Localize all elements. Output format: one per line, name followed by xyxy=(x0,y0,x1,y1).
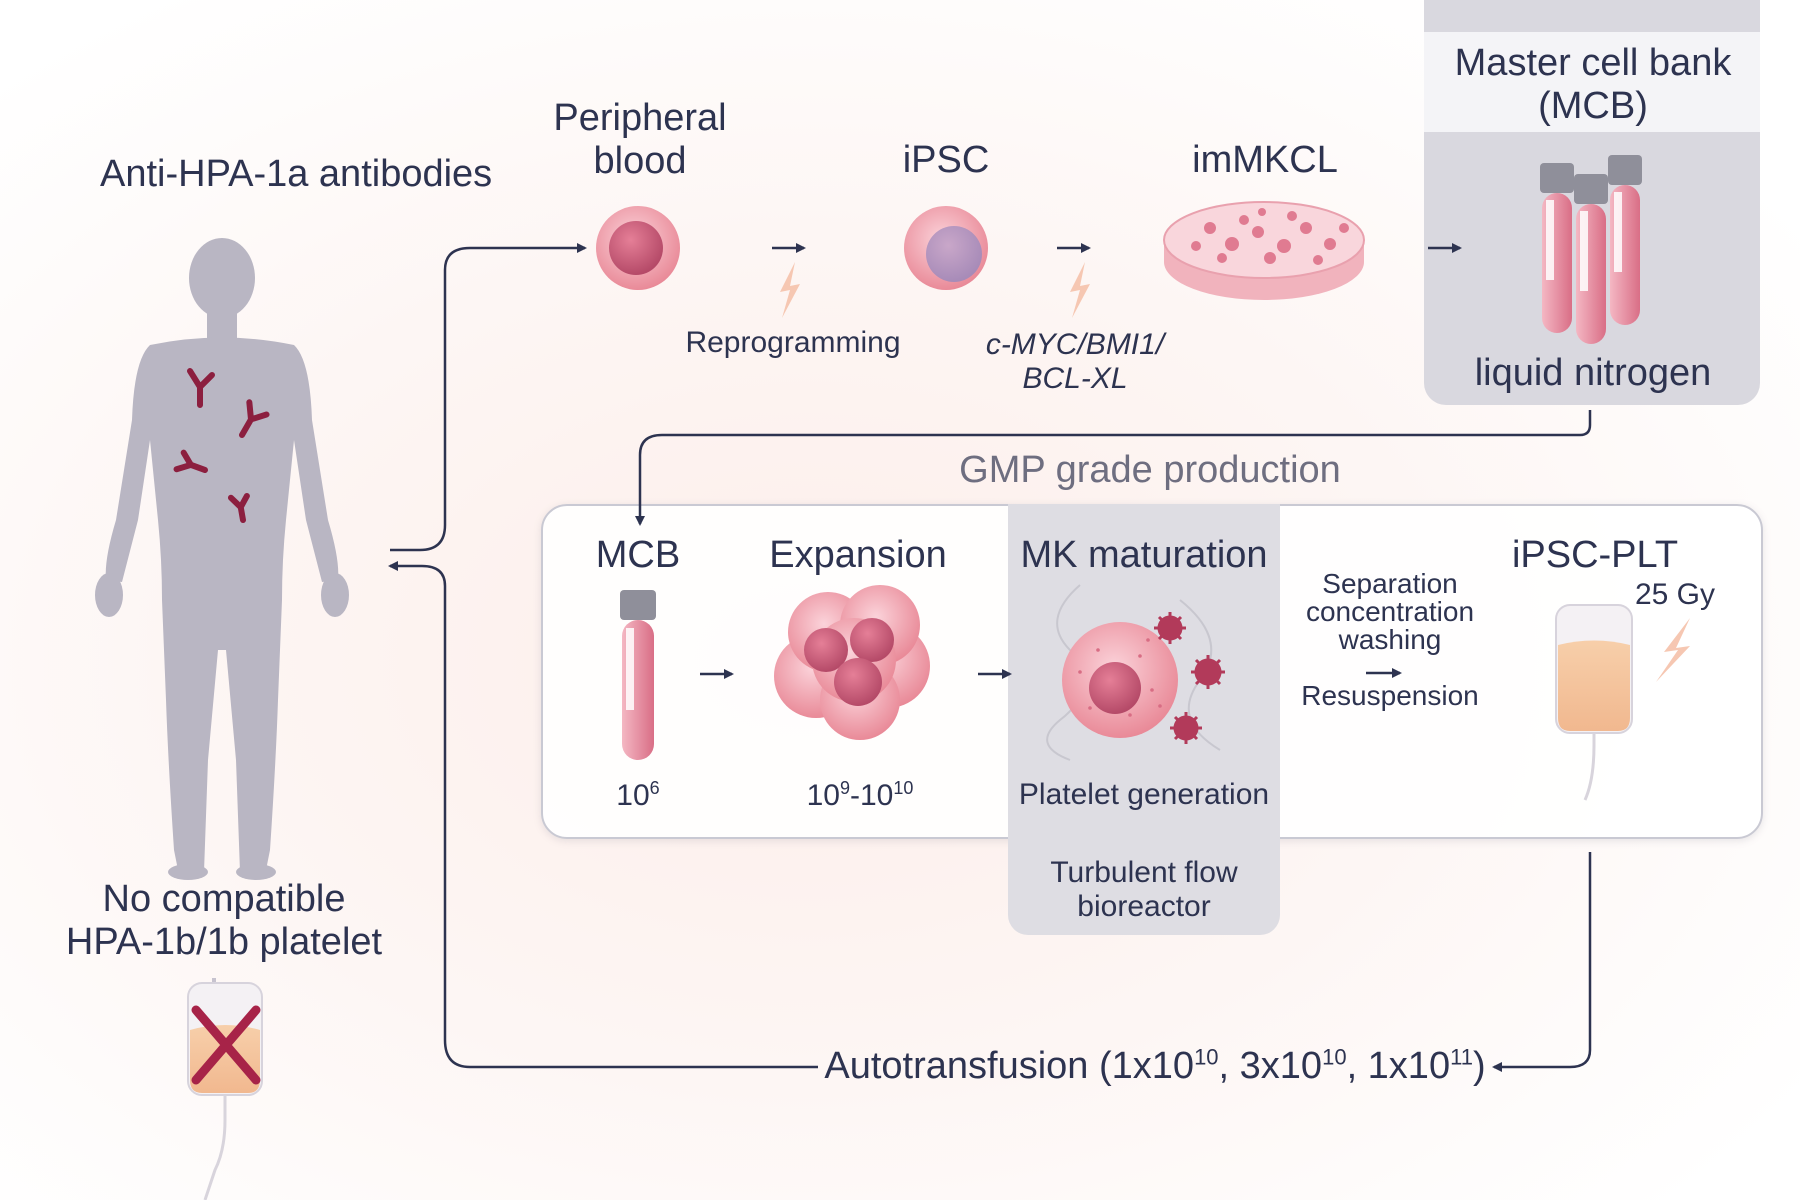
liquid-nitrogen-label: liquid nitrogen xyxy=(1474,352,1712,394)
irradiation-bolt-icon xyxy=(1656,618,1690,682)
ipsc-label: iPSC xyxy=(902,139,990,181)
expansion-cell-count: 109-1010 xyxy=(806,778,914,812)
ipsc-plt-bag xyxy=(1555,604,1633,801)
mcb-cell-count: 106 xyxy=(616,778,660,812)
gene-transduction-bolt-icon xyxy=(1070,262,1090,318)
bioreactor-label: Turbulent flow bioreactor xyxy=(1050,856,1238,923)
patient-body xyxy=(95,238,349,880)
immkcl-culture-dish xyxy=(1163,201,1365,300)
gene-factors-label: c-MYC/BMI1/ BCL-XL xyxy=(985,328,1165,395)
autotransfusion-label: Autotransfusion (1x1010, 3x1010, 1x1011) xyxy=(824,1044,1486,1087)
gmp-mcb-label: MCB xyxy=(595,534,681,576)
platelet-particles xyxy=(1154,612,1225,744)
resuspension-label: Resuspension xyxy=(1301,680,1479,711)
reprogramming-bolt-icon xyxy=(780,262,800,318)
cryo-tubes xyxy=(1540,155,1642,344)
irradiation-dose-label: 25 Gy xyxy=(1634,578,1716,611)
step-arrows xyxy=(700,243,1462,679)
reprogramming-label: Reprogramming xyxy=(685,326,901,359)
megakaryocyte xyxy=(1046,584,1221,761)
antibody-label: Anti-HPA-1a antibodies xyxy=(100,153,493,195)
flow-connectors xyxy=(388,243,1592,1072)
platelet-generation-label: Platelet generation xyxy=(1018,778,1270,811)
expansion-label: Expansion xyxy=(769,534,947,576)
mk-maturation-label: MK maturation xyxy=(1020,534,1268,576)
separation-steps-label: Separation concentration washing xyxy=(1305,568,1475,655)
antibody-icons xyxy=(173,368,270,523)
ipsc-cell xyxy=(904,206,988,290)
no-compatible-platelet-label: No compatible HPA-1b/1b platelet xyxy=(65,878,383,963)
expansion-cell-cluster xyxy=(774,585,930,740)
master-cell-bank-title: Master cell bank (MCB) xyxy=(1454,42,1732,127)
incompatible-platelet-bag xyxy=(187,978,263,1200)
peripheral-blood-label: Peripheral blood xyxy=(553,97,727,182)
immkcl-label: imMKCL xyxy=(1192,139,1338,181)
mcb-tube xyxy=(620,590,656,760)
master-cell-bank-header xyxy=(1424,32,1760,132)
peripheral-blood-cell xyxy=(596,206,680,290)
gmp-production-title: GMP grade production xyxy=(959,449,1341,491)
ipsc-plt-label: iPSC-PLT xyxy=(1511,534,1679,576)
